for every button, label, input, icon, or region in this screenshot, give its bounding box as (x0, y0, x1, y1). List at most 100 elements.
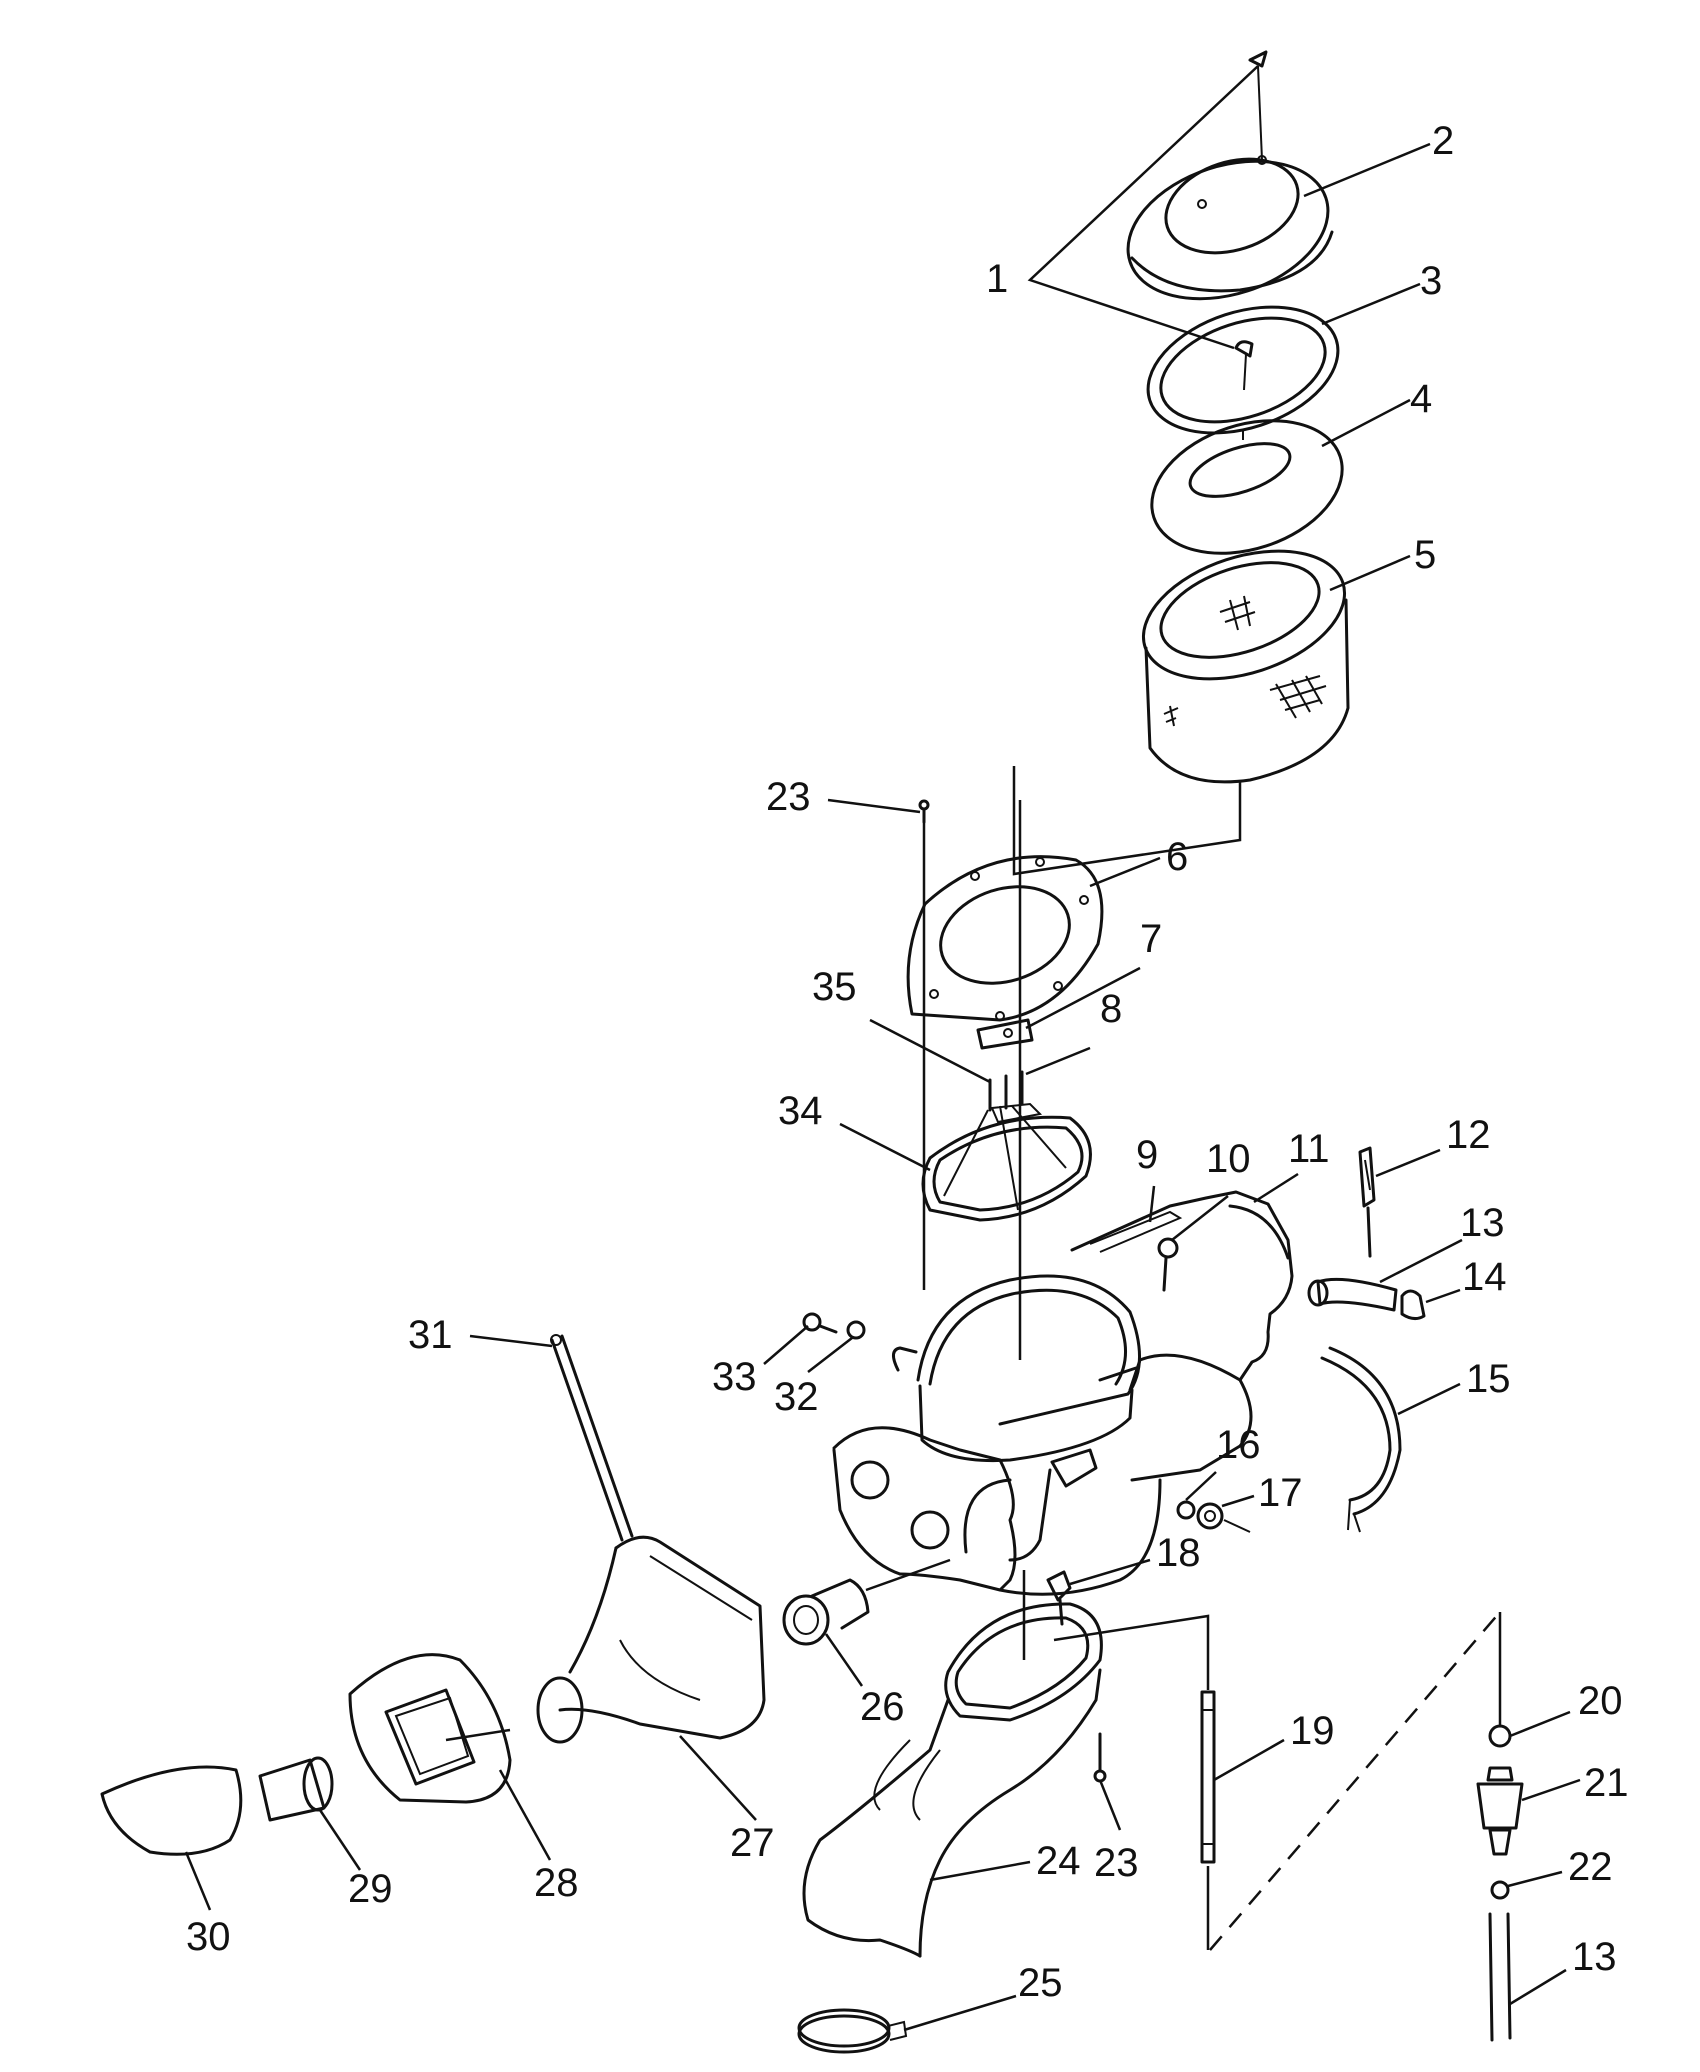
leader-5-6 (1012, 766, 1242, 876)
leader-19 (1213, 1738, 1285, 1782)
callout-19: 19 (1290, 1709, 1335, 1753)
callout-3: 3 (1420, 259, 1442, 303)
leader-18 (1069, 1558, 1151, 1586)
leader-30 (184, 1851, 212, 1911)
leader-20 (1509, 1710, 1571, 1738)
callout-30: 30 (186, 1915, 231, 1959)
callout-6: 6 (1166, 835, 1188, 879)
callout-25: 25 (1018, 1961, 1063, 2005)
leader-1 (1027, 65, 1259, 350)
leader-3 (1321, 282, 1421, 326)
callout-8: 8 (1100, 987, 1122, 1031)
leader-24 (929, 1860, 1031, 1882)
callout-22: 22 (1568, 1845, 1613, 1889)
callout-32: 32 (774, 1375, 819, 1419)
leader-5 (1329, 554, 1411, 592)
part-32-33-screw-washer (802, 1312, 866, 1340)
part-7-plate (976, 1018, 1034, 1050)
part-19-tube (1053, 1614, 1216, 1950)
part-13-14-hose (1307, 1277, 1426, 1321)
leader-11 (1253, 1172, 1299, 1204)
part-25-clamp (797, 2008, 908, 2054)
callout-28: 28 (534, 1861, 579, 1905)
part-28-flange (348, 1653, 512, 1804)
part-18-fitting (1046, 1570, 1072, 1626)
callout-12: 12 (1446, 1113, 1491, 1157)
callout-29: 29 (348, 1867, 393, 1911)
part-23-bolt-lower (1093, 1732, 1107, 1783)
leader-9 (1148, 1185, 1156, 1223)
part-34-support-frame (921, 1102, 1092, 1222)
leader-33 (763, 1325, 809, 1365)
leader-27 (679, 1735, 757, 1821)
callout-34: 34 (778, 1089, 823, 1133)
callout-13a: 13 (1460, 1201, 1505, 1245)
callout-10: 10 (1206, 1137, 1251, 1181)
leader-29 (318, 1809, 362, 1871)
callout-2: 2 (1432, 119, 1454, 163)
leader-22 (1507, 1870, 1563, 1888)
leader-14 (1425, 1288, 1461, 1304)
callout-11: 11 (1288, 1127, 1330, 1171)
callout-7: 7 (1140, 917, 1162, 961)
leader-28 (498, 1769, 552, 1861)
part-29-sleeve (258, 1756, 334, 1822)
leader-23b (1098, 1779, 1122, 1831)
callout-33: 33 (712, 1355, 757, 1399)
leader-12 (1375, 1148, 1441, 1178)
leader-10 (1171, 1195, 1229, 1241)
leader-6 (1089, 856, 1161, 888)
part-8-35-studs (988, 1070, 1024, 1112)
callout-27: 27 (730, 1821, 775, 1865)
leader-26 (824, 1633, 864, 1687)
leader-34 (839, 1122, 931, 1172)
callout-20: 20 (1578, 1679, 1623, 1723)
callout-24: 24 (1036, 1839, 1081, 1883)
leader-15 (1397, 1382, 1461, 1416)
guide-dashed-19-21 (1209, 1611, 1501, 1951)
callout-31: 31 (408, 1313, 453, 1357)
part-23-bolt-top (918, 799, 930, 824)
leader-35 (869, 1018, 991, 1084)
callout-13b: 13 (1572, 1935, 1617, 1979)
leader-2 (1303, 142, 1431, 198)
callout-18: 18 (1156, 1531, 1201, 1575)
leader-4 (1321, 398, 1411, 448)
part-31-strap (550, 1334, 634, 1542)
callout-9: 9 (1136, 1133, 1158, 1177)
callout-15: 15 (1466, 1357, 1511, 1401)
part-6-base-gasket (906, 855, 1104, 1022)
part-4-filter-plate (1150, 419, 1344, 555)
leader-31 (469, 1334, 553, 1348)
part-10-screw (1157, 1237, 1179, 1292)
leader-13b (1509, 1968, 1567, 2006)
leader-23a (827, 798, 921, 814)
leader-17 (1221, 1494, 1255, 1508)
callout-17: 17 (1258, 1471, 1303, 1515)
part-1-wing-nut (1234, 50, 1268, 391)
leader-13a (1379, 1238, 1463, 1284)
part-24-lower-duct (802, 1602, 1103, 1958)
callout-5: 5 (1414, 533, 1436, 577)
part-3-gasket (1146, 305, 1340, 435)
part-20-21-22-filter-assembly (1476, 1724, 1524, 2042)
part-2-cover (1126, 155, 1334, 301)
part-airbox-body (832, 1190, 1294, 1596)
part-12-bolt (1358, 1146, 1376, 1258)
callout-23b: 23 (1094, 1841, 1139, 1885)
part-27-intake-boot (536, 1535, 766, 1744)
callout-1: 1 (986, 257, 1008, 301)
callout-23a: 23 (766, 775, 811, 819)
leader-32 (807, 1337, 853, 1373)
leader-25 (903, 1994, 1017, 2032)
part-5-filter-element (1141, 549, 1350, 784)
part-15-drain-tube (1320, 1346, 1402, 1533)
part-30-snorkel (100, 1765, 243, 1856)
leader-16 (1185, 1471, 1217, 1501)
part-26-connector (782, 1558, 951, 1646)
callout-16: 16 (1216, 1423, 1261, 1467)
part-16-17-grommet (1176, 1500, 1251, 1533)
leader-8 (1025, 1046, 1091, 1076)
callout-35: 35 (812, 965, 857, 1009)
callout-21: 21 (1584, 1761, 1629, 1805)
